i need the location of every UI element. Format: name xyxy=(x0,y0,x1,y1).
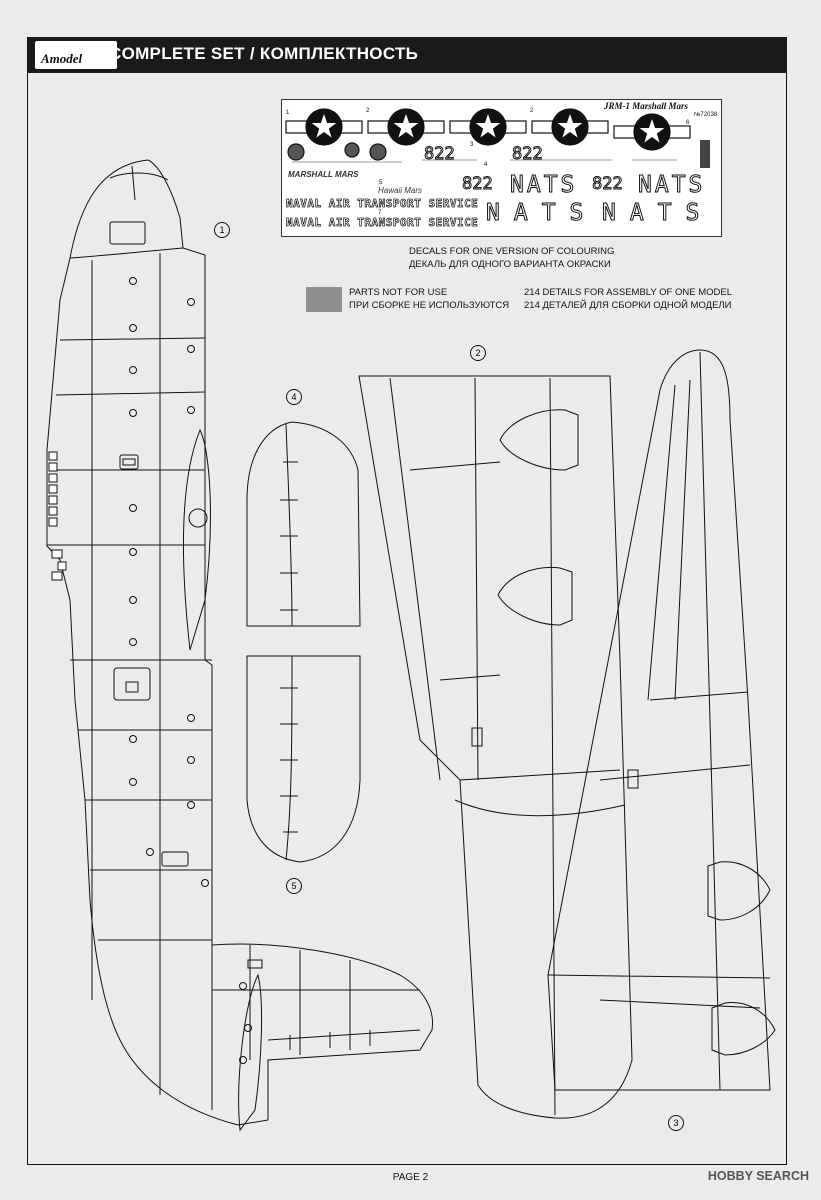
decal-serial-2: 822 xyxy=(512,144,544,165)
part-number-3-label: 3 xyxy=(673,1118,679,1128)
decal-nats-3: NATS xyxy=(485,200,598,227)
decal-nats-4: NATS xyxy=(601,200,714,227)
part-number-4: 4 xyxy=(286,389,302,405)
decal-number-2b: 2 xyxy=(530,108,534,114)
part-number-1: 1 xyxy=(214,222,230,238)
decal-catalog-no: №72038 xyxy=(694,112,718,118)
part-1-hull xyxy=(46,159,434,1132)
decal-nats-2: NATS xyxy=(637,172,706,199)
hobby-search-watermark: HOBBY SEARCH xyxy=(707,1169,809,1183)
part-4-float xyxy=(246,421,361,627)
decal-number-3: 3 xyxy=(470,142,474,148)
decals-note-en: DECALS FOR ONE VERSION OF COLOURING xyxy=(409,246,615,257)
decal-sheet-graphics xyxy=(285,108,710,168)
decal-serial-1: 822 xyxy=(424,144,456,165)
decal-nats-1: NATS xyxy=(509,172,578,199)
part-number-3: 3 xyxy=(668,1115,684,1131)
decal-service-text-1: NAVAL AIR TRANSPORT SERVICE xyxy=(286,197,479,211)
part-number-5: 5 xyxy=(286,878,302,894)
decal-number-6: 6 xyxy=(686,120,690,126)
part-5-float xyxy=(246,655,361,863)
decal-sheet: JRM-1 Marshall Mars №72038 822 822 MARSH… xyxy=(281,99,722,237)
decal-number-7: 7 xyxy=(378,210,382,216)
part-number-5-label: 5 xyxy=(291,881,297,891)
logo-text: Amodel xyxy=(41,51,83,66)
roundel-5 xyxy=(613,113,691,151)
unused-parts-swatch xyxy=(306,287,342,312)
decal-title: JRM-1 Marshall Mars xyxy=(604,101,689,111)
part-number-4-label: 4 xyxy=(291,392,297,402)
details-count-en: 214 DETAILS FOR ASSEMBLY OF ONE MODEL xyxy=(524,287,733,298)
decal-name-hawaii: Hawaii Mars xyxy=(378,186,423,195)
part-3-wing xyxy=(547,349,776,1091)
amodel-logo: Amodel xyxy=(35,41,117,69)
part-number-1-label: 1 xyxy=(219,225,225,235)
parts-not-used-ru: ПРИ СБОРКЕ НЕ ИСПОЛЬЗУЮТСЯ xyxy=(349,300,510,311)
decal-serial-4: 822 xyxy=(592,174,624,195)
decal-number-1: 1 xyxy=(286,110,290,116)
part-number-2-label: 2 xyxy=(475,348,481,358)
header-bar: Amodel COMPLETE SET / КОМПЛЕКТНОСТЬ xyxy=(27,37,787,73)
decals-note-ru: ДЕКАЛЬ ДЛЯ ОДНОГО ВАРИАНТА ОКРАСКИ xyxy=(409,259,611,270)
page-title: COMPLETE SET / КОМПЛЕКТНОСТЬ xyxy=(109,44,419,63)
part-number-2: 2 xyxy=(470,345,486,361)
roundel-3 xyxy=(449,108,527,146)
roundel-2 xyxy=(367,108,445,146)
parts-not-used-en: PARTS NOT FOR USE xyxy=(349,287,448,298)
part-2-wing xyxy=(358,375,633,1119)
decal-number-5: 5 xyxy=(379,180,383,186)
details-count-ru: 214 ДЕТАЛЕЙ ДЛЯ СБОРКИ ОДНОЙ МОДЕЛИ xyxy=(524,300,732,311)
page-number: PAGE 2 xyxy=(392,1172,429,1183)
decal-number-2a: 2 xyxy=(366,108,370,114)
decal-serial-3: 822 xyxy=(462,174,494,195)
decal-number-4: 4 xyxy=(484,162,488,168)
roundel-1 xyxy=(285,108,363,146)
roundel-4 xyxy=(531,108,609,146)
decal-name-marshall: MARSHALL MARS xyxy=(288,170,359,179)
decal-service-text-2: NAVAL AIR TRANSPORT SERVICE xyxy=(286,216,479,230)
